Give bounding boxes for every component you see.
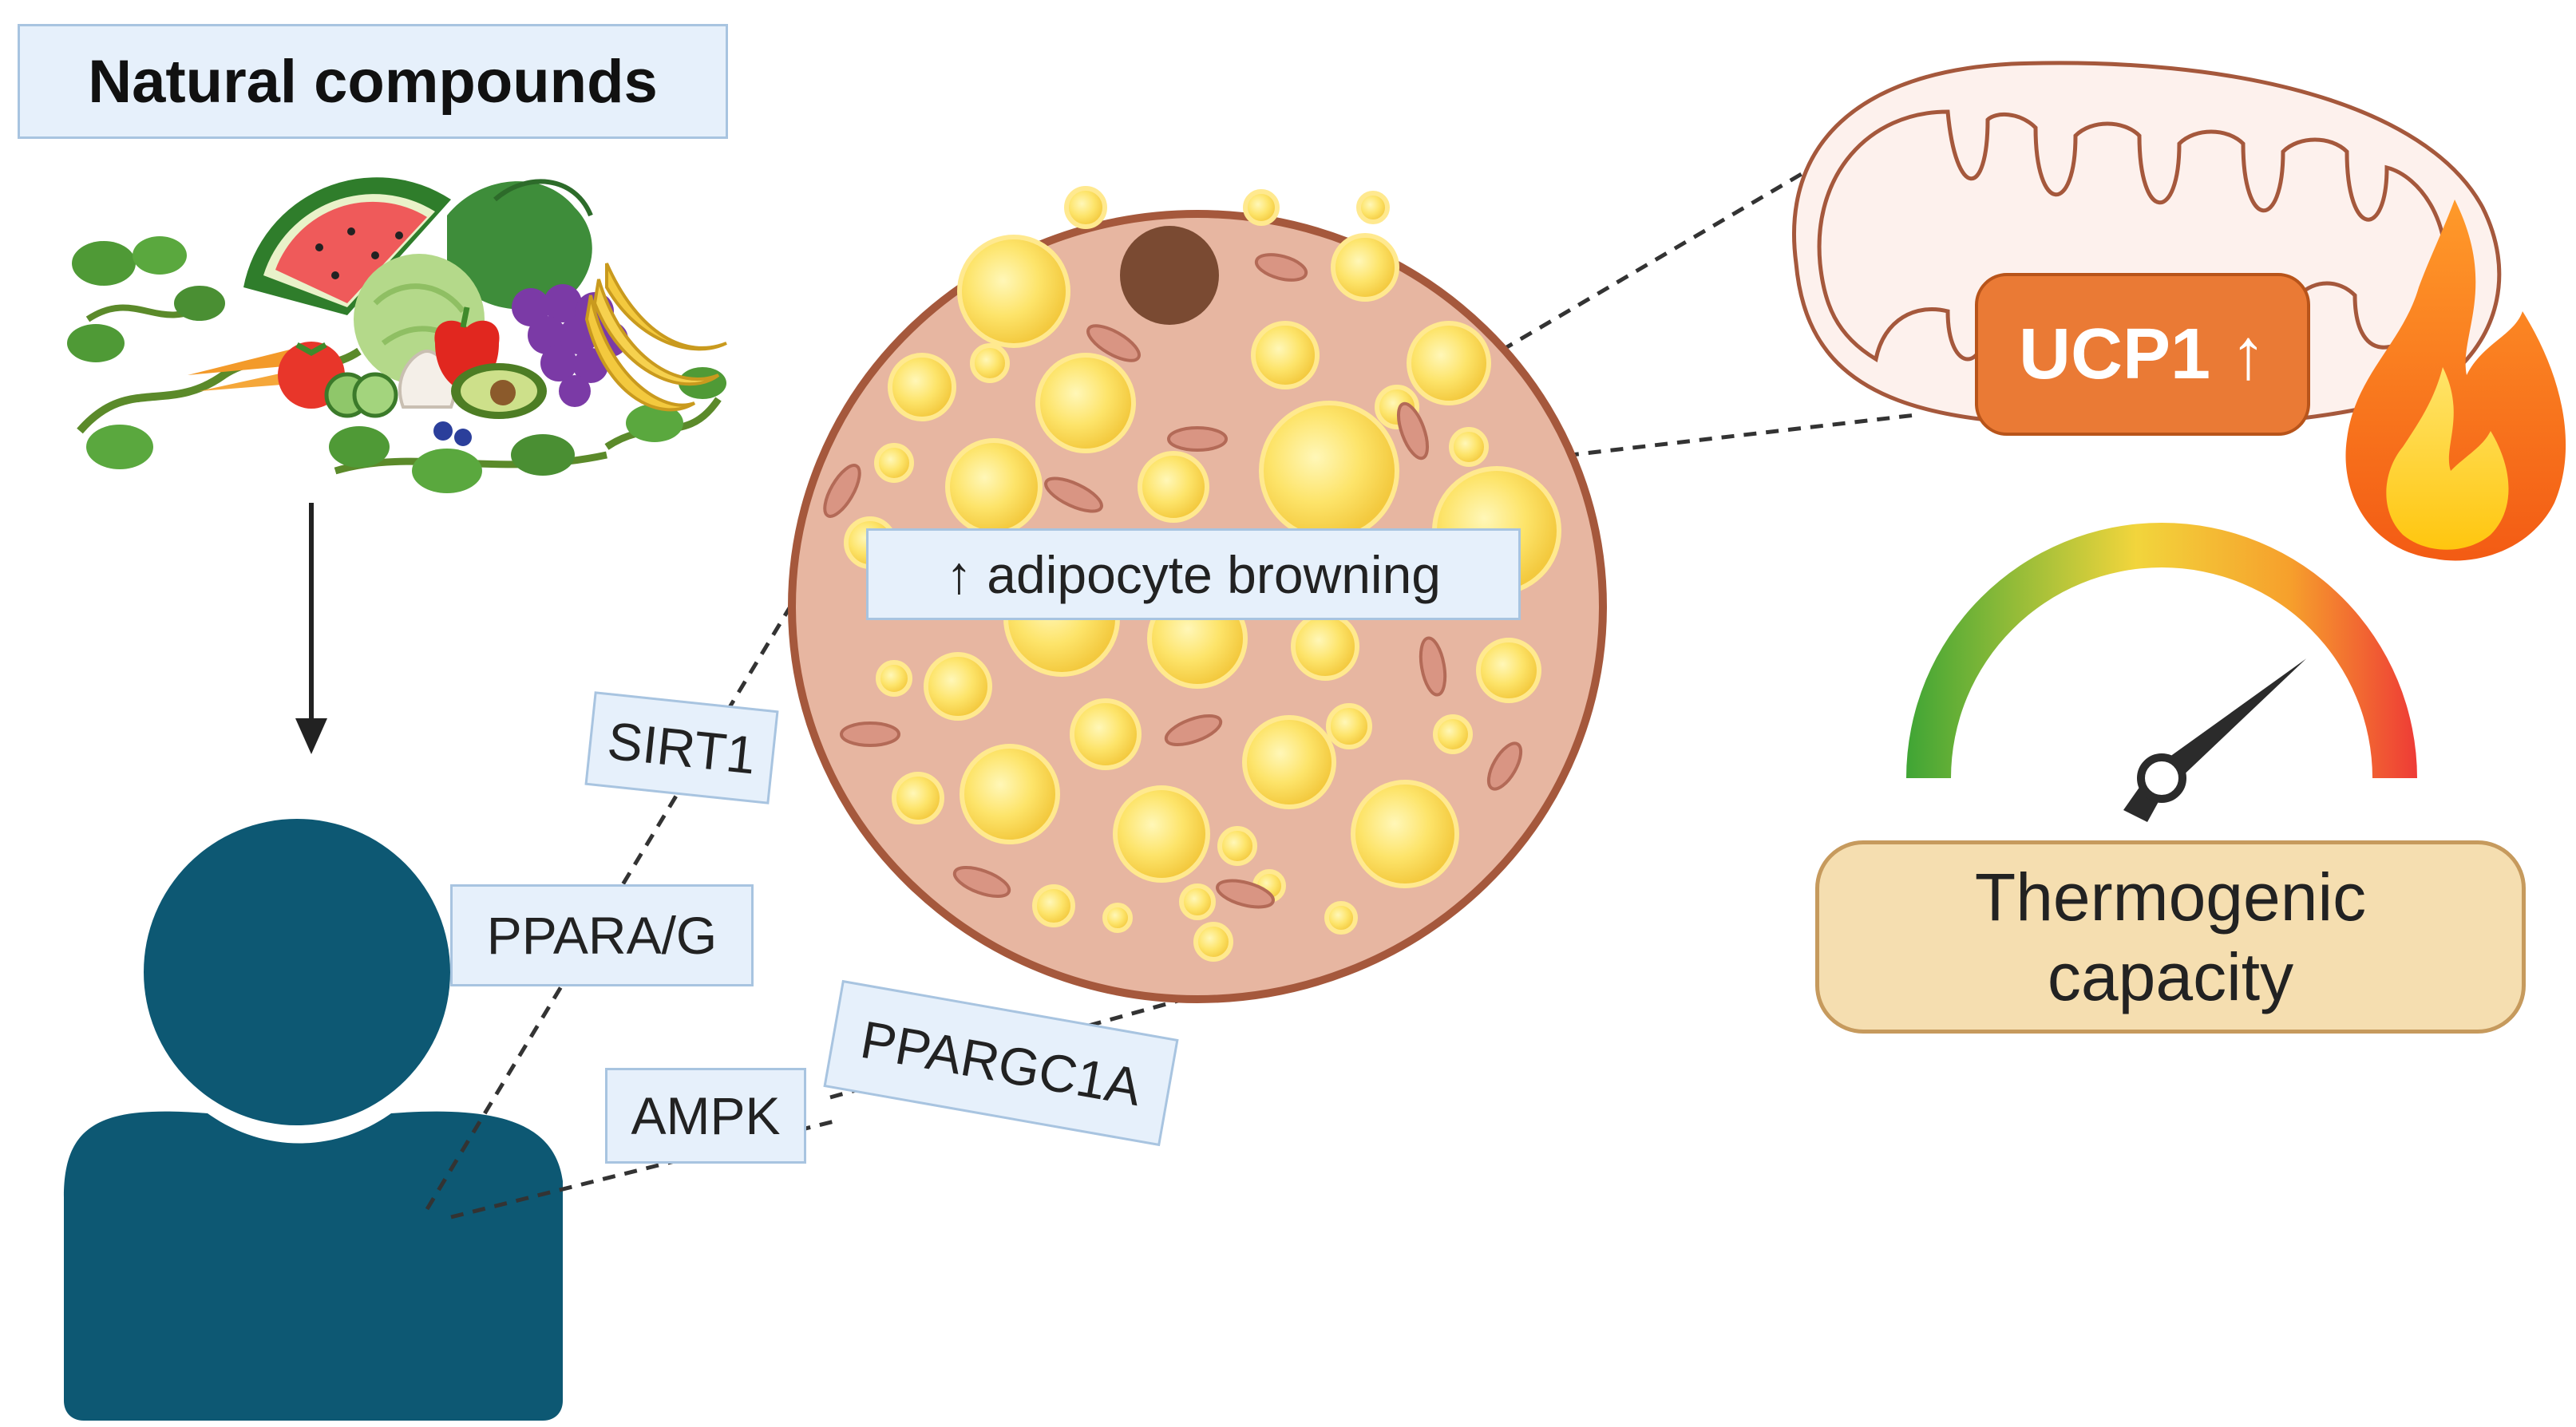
thermogenic-capacity-text: Thermogenic capacity	[1974, 860, 2367, 1014]
fruits-vegetables-icon	[67, 177, 727, 493]
ucp1-label: UCP1 ↑	[1975, 273, 2310, 436]
adipocyte-browning-text: ↑ adipocyte browning	[945, 544, 1442, 604]
ucp1-text: UCP1 ↑	[2018, 314, 2267, 394]
ppara-g-label: PPARA/G	[450, 884, 754, 986]
flame-icon	[2345, 200, 2566, 561]
sirt1-text: SIRT1	[604, 710, 759, 785]
gauge-needle	[2123, 658, 2307, 822]
thermogenic-capacity-label: Thermogenic capacity	[1815, 840, 2526, 1034]
ampk-text: AMPK	[631, 1086, 781, 1145]
adipocyte-browning-label: ↑ adipocyte browning	[866, 528, 1521, 620]
sirt1-label: SIRT1	[584, 691, 779, 804]
ppara-g-text: PPARA/G	[486, 906, 718, 965]
ampk-label: AMPK	[605, 1068, 806, 1164]
down-arrow	[295, 503, 327, 754]
mitochondrion-icon	[1791, 61, 2502, 430]
gauge-icon	[1906, 523, 2417, 822]
title-label: Natural compounds	[18, 24, 728, 139]
title-text: Natural compounds	[88, 47, 658, 116]
